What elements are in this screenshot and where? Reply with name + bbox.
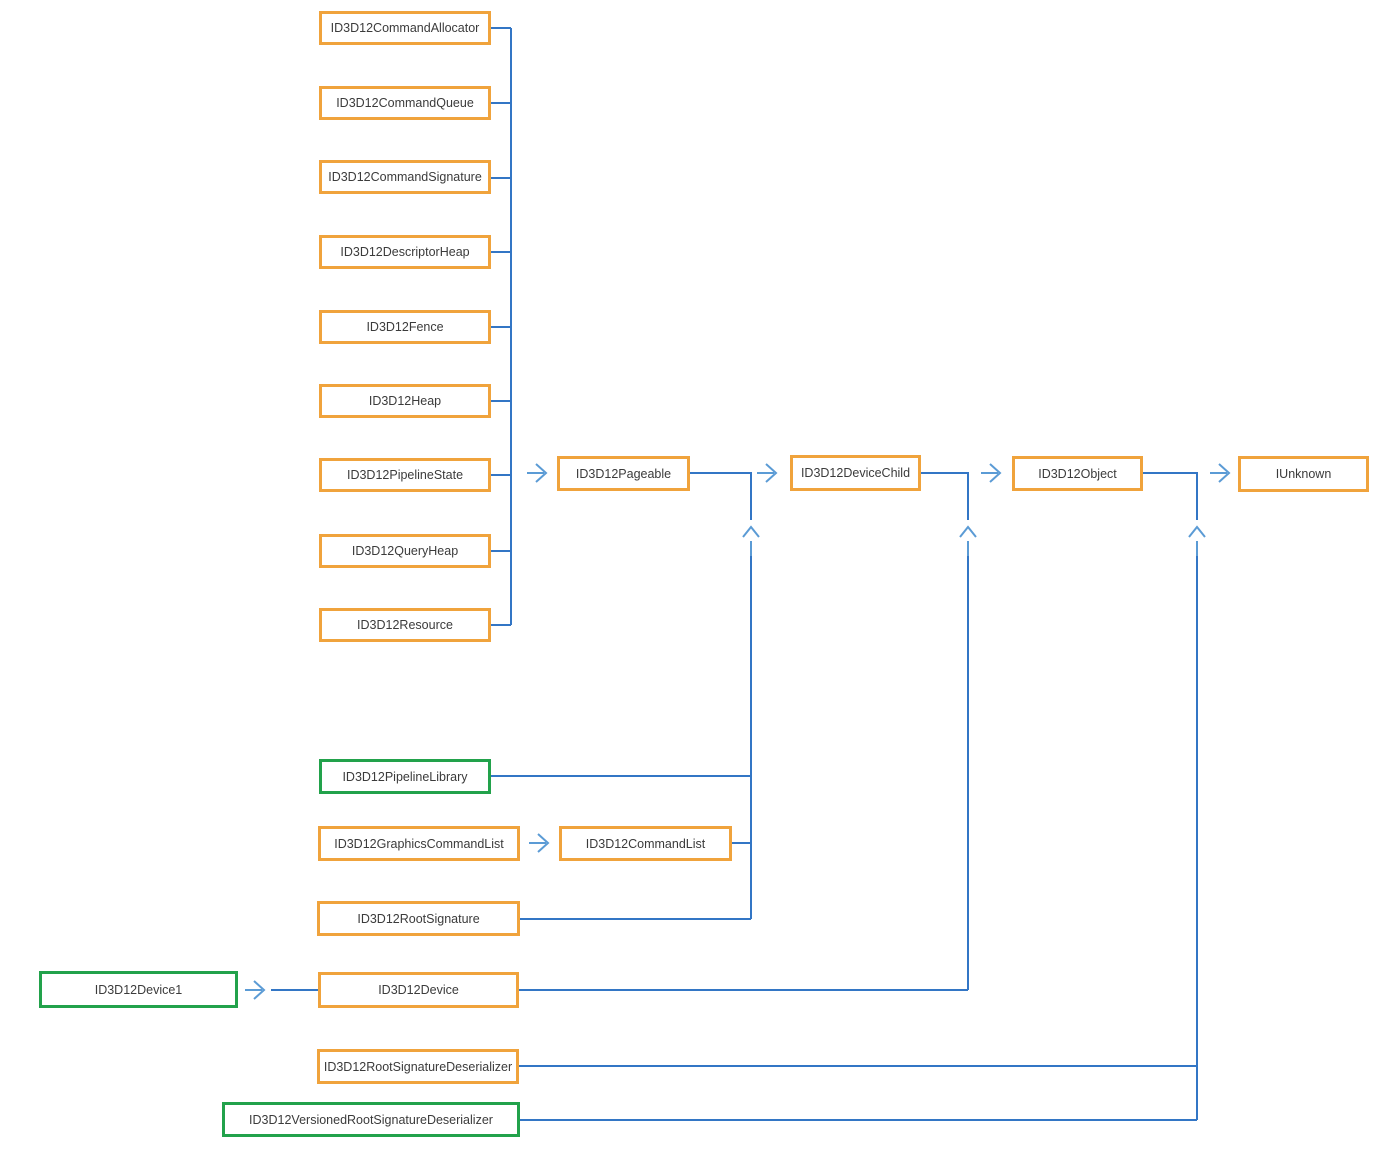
node-id3d12graphicscommandlist: ID3D12GraphicsCommandList [318,826,520,861]
object-children-bus [519,556,969,991]
node-id3d12pipelinestate: ID3D12PipelineState [319,458,491,492]
up-arrow-iunknown-bus [1188,525,1206,556]
arrow-into-pageable [527,463,548,483]
left-bus-stubs [490,27,512,626]
node-id3d12commandqueue: ID3D12CommandQueue [319,86,491,120]
edge-devicechild-corner [920,472,969,520]
node-id3d12device1: ID3D12Device1 [39,971,238,1008]
node-id3d12device: ID3D12Device [318,972,519,1008]
iunknown-children-bus [519,556,1198,1121]
node-id3d12commandallocator: ID3D12CommandAllocator [319,11,491,45]
node-id3d12resource: ID3D12Resource [319,608,491,642]
node-id3d12versionedrootsignaturedeserializer: ID3D12VersionedRootSignatureDeserializer [222,1102,520,1137]
arrow-into-commandlist [529,833,550,853]
node-id3d12commandsignature: ID3D12CommandSignature [319,160,491,194]
node-id3d12pageable: ID3D12Pageable [557,456,690,491]
up-arrow-object-bus [959,525,977,556]
arrow-into-object [981,463,1002,483]
node-iunknown: IUnknown [1238,456,1369,492]
arrow-into-device [245,980,266,1000]
node-id3d12commandlist: ID3D12CommandList [559,826,732,861]
node-id3d12rootsignaturedeserializer: ID3D12RootSignatureDeserializer [317,1049,519,1084]
node-id3d12descriptorheap: ID3D12DescriptorHeap [319,235,491,269]
arrow-into-devicechild [757,463,778,483]
up-arrow-devicechild-bus [742,525,760,556]
devicechild-children-bus [491,556,752,920]
node-id3d12rootsignature: ID3D12RootSignature [317,901,520,936]
edge-pageable-corner [689,472,752,520]
node-id3d12devicechild: ID3D12DeviceChild [790,455,921,491]
node-id3d12object: ID3D12Object [1012,456,1143,491]
arrow-into-iunknown [1210,463,1231,483]
edge-object-corner [1142,472,1198,520]
node-id3d12queryheap: ID3D12QueryHeap [319,534,491,568]
node-id3d12pipelinelibrary: ID3D12PipelineLibrary [319,759,491,794]
node-id3d12fence: ID3D12Fence [319,310,491,344]
node-id3d12heap: ID3D12Heap [319,384,491,418]
